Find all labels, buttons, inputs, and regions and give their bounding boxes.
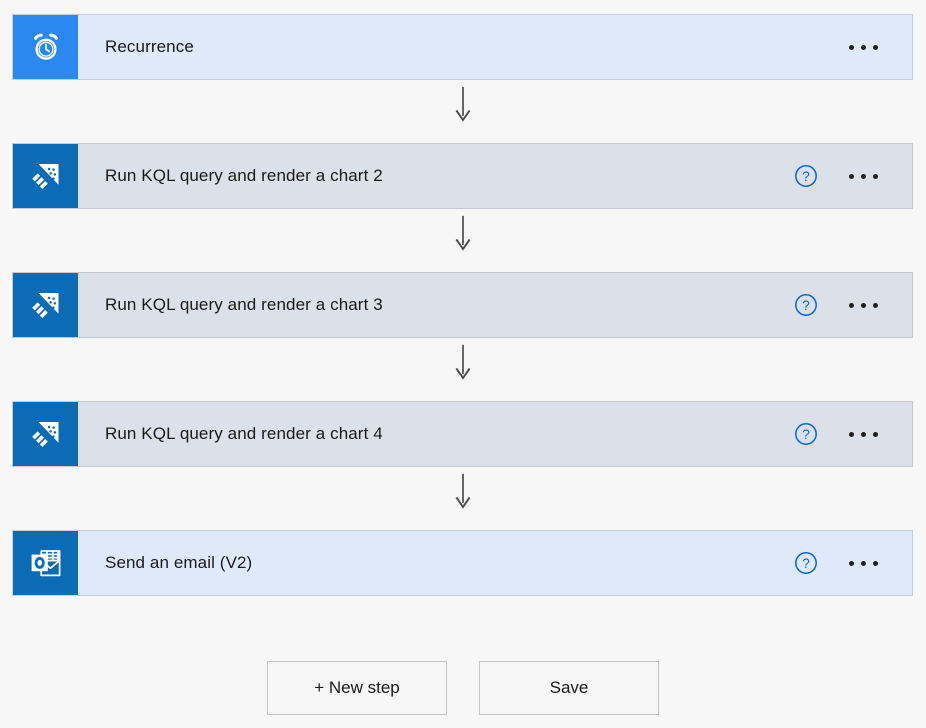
- flow-step-actions: ?: [788, 15, 912, 79]
- flow-step-title: Send an email (V2): [105, 552, 253, 572]
- flow-step-actions: ?: [788, 402, 912, 466]
- outlook-icon: [13, 531, 78, 595]
- svg-text:?: ?: [802, 556, 810, 571]
- flow-step-card-kql-chart-4[interactable]: Run KQL query and render a chart 4?: [12, 401, 913, 467]
- flow-step-card-recurrence[interactable]: Recurrence?: [12, 14, 913, 80]
- alarm-clock-icon: [13, 15, 78, 79]
- help-icon[interactable]: ?: [788, 287, 824, 323]
- overflow-menu-icon[interactable]: [836, 27, 890, 67]
- flow-step-title: Recurrence: [105, 36, 194, 56]
- flow-step-actions: ?: [788, 531, 912, 595]
- azure-data-explorer-icon: [13, 144, 78, 208]
- new-step-button[interactable]: + New step: [267, 661, 447, 715]
- designer-action-bar: + New step Save: [0, 661, 926, 715]
- overflow-menu-icon[interactable]: [836, 543, 890, 583]
- flow-step-title: Run KQL query and render a chart 2: [105, 165, 383, 185]
- help-icon[interactable]: ?: [788, 416, 824, 452]
- azure-data-explorer-icon: [13, 402, 78, 466]
- flow-step-card-kql-chart-2[interactable]: Run KQL query and render a chart 2?: [12, 143, 913, 209]
- svg-text:?: ?: [802, 169, 810, 184]
- flow-connector-arrow: [455, 80, 471, 130]
- flow-connector-arrow: [455, 338, 471, 388]
- flow-step-actions: ?: [788, 144, 912, 208]
- flow-step-title: Run KQL query and render a chart 3: [105, 294, 383, 314]
- overflow-menu-icon[interactable]: [836, 285, 890, 325]
- overflow-menu-icon[interactable]: [836, 414, 890, 454]
- flow-connector-arrow: [455, 209, 471, 259]
- svg-text:?: ?: [802, 427, 810, 442]
- overflow-menu-icon[interactable]: [836, 156, 890, 196]
- save-button[interactable]: Save: [479, 661, 659, 715]
- flow-step-actions: ?: [788, 273, 912, 337]
- azure-data-explorer-icon: [13, 273, 78, 337]
- flow-step-card-kql-chart-3[interactable]: Run KQL query and render a chart 3?: [12, 272, 913, 338]
- svg-text:?: ?: [802, 298, 810, 313]
- flow-step-card-send-email-v2[interactable]: Send an email (V2)?: [12, 530, 913, 596]
- flow-connector-arrow: [455, 467, 471, 517]
- flow-step-title: Run KQL query and render a chart 4: [105, 423, 383, 443]
- help-icon[interactable]: ?: [788, 545, 824, 581]
- help-icon[interactable]: ?: [788, 158, 824, 194]
